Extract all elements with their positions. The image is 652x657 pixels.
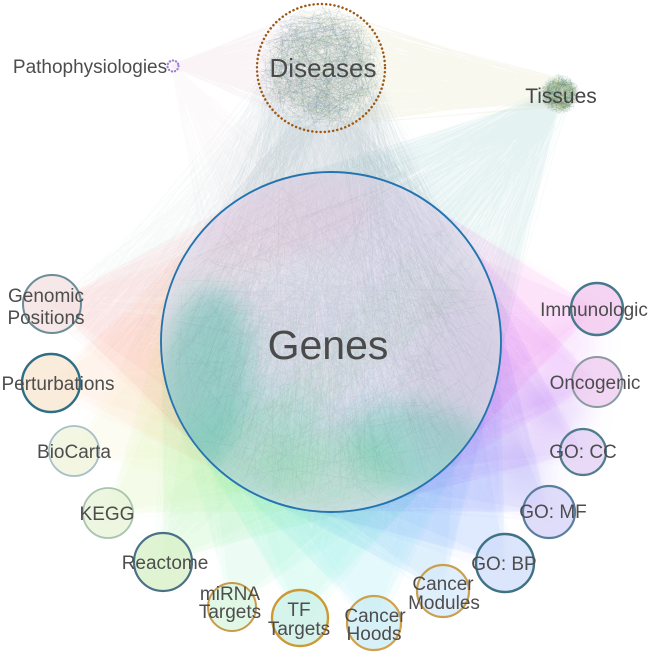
svg-text:Hoods: Hoods xyxy=(347,624,402,645)
svg-text:miRNA: miRNA xyxy=(200,584,260,605)
svg-text:GO: MF: GO: MF xyxy=(519,502,587,523)
svg-text:GO: CC: GO: CC xyxy=(549,442,617,463)
svg-text:GO: BP: GO: BP xyxy=(471,554,536,575)
svg-text:Genes: Genes xyxy=(268,322,389,368)
svg-text:Cancer: Cancer xyxy=(412,574,474,595)
svg-text:TF: TF xyxy=(287,600,310,621)
svg-text:Diseases: Diseases xyxy=(270,53,377,83)
svg-text:Oncogenic: Oncogenic xyxy=(550,373,641,394)
svg-text:Immunologic: Immunologic xyxy=(540,300,648,321)
svg-text:Tissues: Tissues xyxy=(525,85,597,108)
svg-text:Reactome: Reactome xyxy=(122,553,209,574)
svg-text:KEGG: KEGG xyxy=(80,504,135,525)
svg-text:Perturbations: Perturbations xyxy=(1,374,114,395)
svg-text:BioCarta: BioCarta xyxy=(37,442,111,463)
svg-text:Genomic: Genomic xyxy=(8,286,84,307)
svg-text:Targets: Targets xyxy=(199,602,261,623)
svg-text:Pathophysiologies: Pathophysiologies xyxy=(13,57,167,78)
svg-text:Positions: Positions xyxy=(7,308,84,329)
svg-text:Cancer: Cancer xyxy=(344,606,406,627)
svg-text:Modules: Modules xyxy=(408,593,480,614)
svg-text:Targets: Targets xyxy=(268,619,330,640)
